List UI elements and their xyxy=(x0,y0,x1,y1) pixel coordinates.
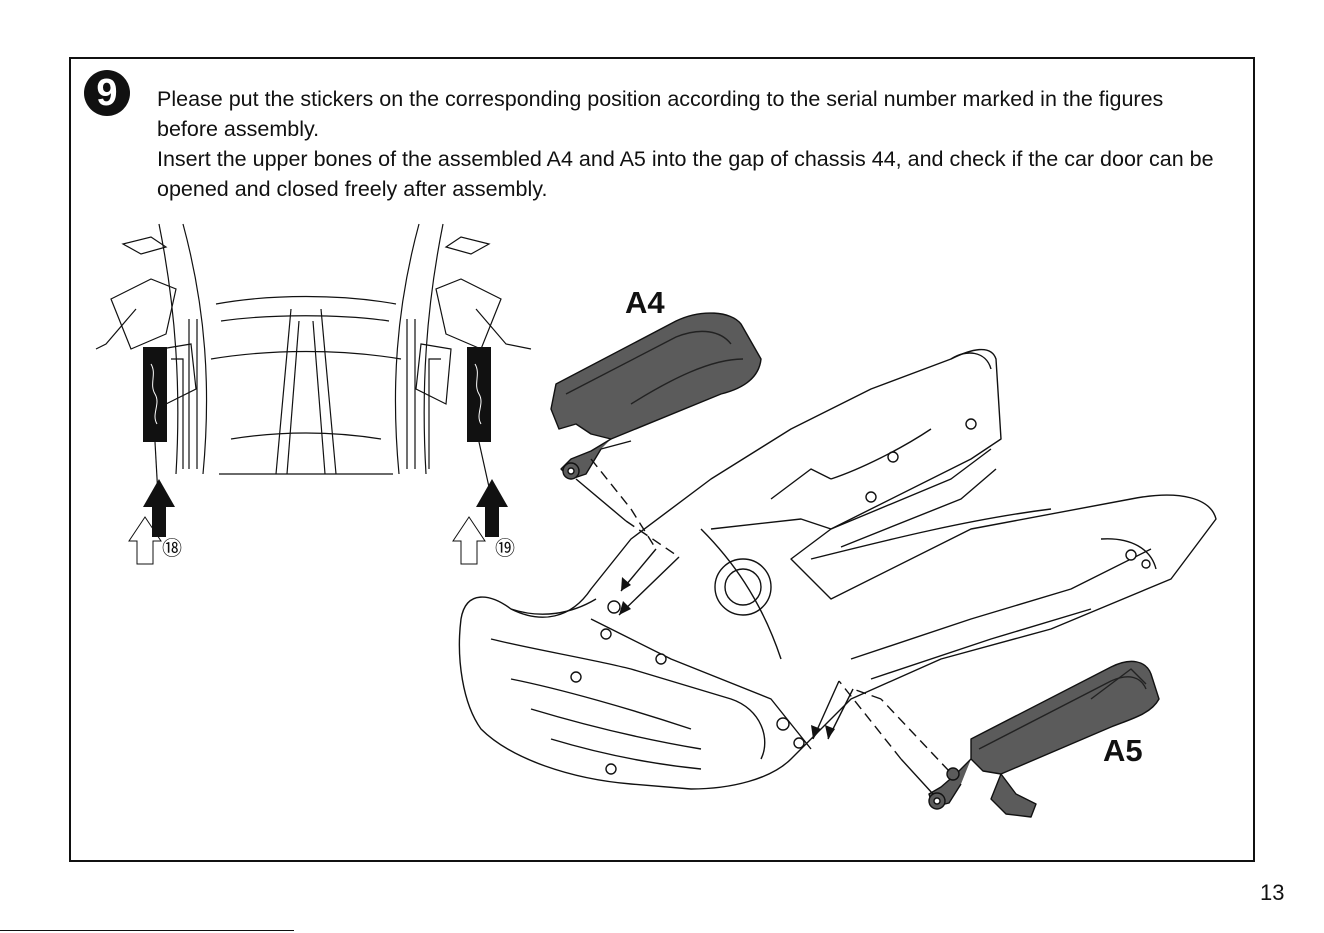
part-label-a4: A4 xyxy=(625,287,665,319)
sticker-number-left: ⑱ xyxy=(162,539,182,559)
part-a4-illustration xyxy=(551,313,761,479)
instruction-panel: 9 Please put the stickers on the corresp… xyxy=(69,57,1255,862)
footer-rule xyxy=(0,930,294,931)
page-number: 13 xyxy=(1260,880,1284,906)
assembly-illustration xyxy=(71,59,1253,860)
sticker-number-right: ⑲ xyxy=(495,539,515,559)
part-label-a5: A5 xyxy=(1103,735,1143,767)
